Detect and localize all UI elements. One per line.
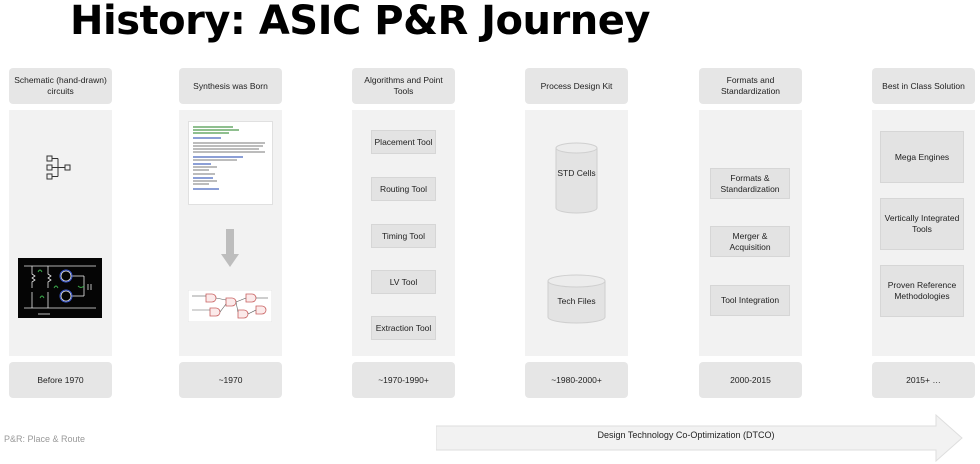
vertically-integrated-tools-box: Vertically Integrated Tools xyxy=(880,198,964,250)
timeline-column-best-in-class: Best in Class Solution Mega Engines Vert… xyxy=(872,68,975,398)
column-body: Formats & Standardization Merger & Acqui… xyxy=(699,110,802,356)
column-footer: ~1970 xyxy=(179,362,282,398)
timeline-column-standardization: Formats and Standardization Formats & St… xyxy=(699,68,802,398)
timing-tool-box: Timing Tool xyxy=(371,224,436,248)
dtco-arrow-icon xyxy=(436,414,963,462)
column-footer: ~1980-2000+ xyxy=(525,362,628,398)
hand-drawn-circuit-image xyxy=(18,258,102,318)
tech-files-cylinder: Tech Files xyxy=(547,274,606,324)
tech-files-label: Tech Files xyxy=(557,296,596,306)
formats-standardization-box: Formats & Standardization xyxy=(710,168,790,199)
column-body: STD Cells Tech Files xyxy=(525,110,628,356)
routing-tool-box: Routing Tool xyxy=(371,177,436,201)
column-footer: ~1970-1990+ xyxy=(352,362,455,398)
std-cells-cylinder: STD Cells xyxy=(555,142,598,214)
column-footer: 2015+ … xyxy=(872,362,975,398)
mega-engines-box: Mega Engines xyxy=(880,131,964,183)
column-header: Algorithms and Point Tools xyxy=(352,68,455,104)
std-cells-label: STD Cells xyxy=(557,168,596,178)
column-body xyxy=(179,110,282,356)
timeline-column-schematic: Schematic (hand-drawn) circuits xyxy=(9,68,112,398)
timeline-column-pdk: Process Design Kit STD Cells Tech Files … xyxy=(525,68,628,398)
column-header: Schematic (hand-drawn) circuits xyxy=(9,68,112,104)
timeline-column-point-tools: Algorithms and Point Tools Placement Too… xyxy=(352,68,455,398)
footnote: P&R: Place & Route xyxy=(4,434,86,444)
column-header: Synthesis was Born xyxy=(179,68,282,104)
placement-tool-box: Placement Tool xyxy=(371,130,436,154)
proven-reference-methodologies-box: Proven Reference Methodologies xyxy=(880,265,964,317)
merger-acquisition-box: Merger & Acquisition xyxy=(710,226,790,257)
column-header: Process Design Kit xyxy=(525,68,628,104)
column-body xyxy=(9,110,112,356)
dtco-arrow-label: Design Technology Co-Optimization (DTCO) xyxy=(597,430,775,440)
column-header: Formats and Standardization xyxy=(699,68,802,104)
timeline-column-synthesis: Synthesis was Born xyxy=(179,68,282,398)
verilog-code-image xyxy=(188,121,273,205)
tool-integration-box: Tool Integration xyxy=(710,285,790,316)
gate-netlist-image xyxy=(188,290,272,322)
extraction-tool-box: Extraction Tool xyxy=(371,316,436,340)
down-arrow-icon xyxy=(221,229,239,267)
page-title: History: ASIC P&R Journey xyxy=(70,0,650,44)
lv-tool-box: LV Tool xyxy=(371,270,436,294)
column-footer: Before 1970 xyxy=(9,362,112,398)
column-footer: 2000-2015 xyxy=(699,362,802,398)
column-body: Placement Tool Routing Tool Timing Tool … xyxy=(352,110,455,356)
column-body: Mega Engines Vertically Integrated Tools… xyxy=(872,110,975,356)
column-header: Best in Class Solution xyxy=(872,68,975,104)
hierarchy-icon xyxy=(46,155,71,180)
